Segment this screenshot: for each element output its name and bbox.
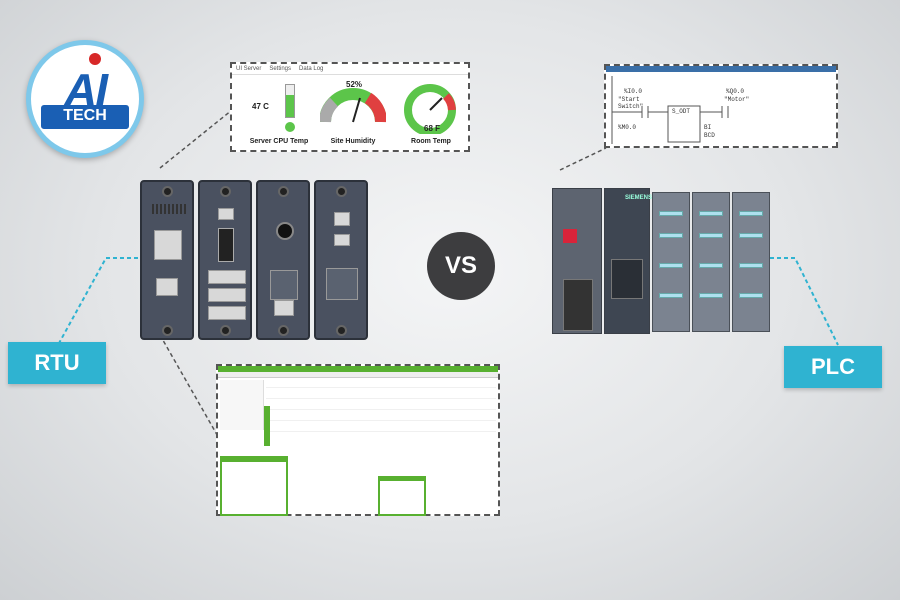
ladder-diagram: [611, 76, 729, 144]
plc-hardware: SIEMENS: [552, 188, 772, 334]
logo-bar: [41, 105, 129, 129]
logo-dot: [89, 53, 101, 65]
cpu-temp-label: Server CPU Temp: [249, 138, 309, 145]
ladder-text-7: BI: [704, 124, 712, 131]
room-temp-gauge: [404, 84, 456, 134]
menu-item-data-log[interactable]: Data Log: [299, 66, 324, 72]
ladder-text-5: S_ODT: [672, 108, 691, 115]
ladder-text-4: "Motor": [724, 96, 750, 103]
plc-power-supply: [552, 188, 602, 334]
ladder-text-8: BCD: [704, 132, 715, 139]
logo-tech-text: TECH: [63, 107, 107, 124]
cpu-temp-value: 47 C: [252, 102, 269, 111]
ladder-text-0: %I0.0: [624, 88, 643, 95]
ladder-text-3: %Q0.0: [726, 88, 745, 95]
rtu-module-3: [256, 180, 310, 340]
plc-io-card-2: [692, 192, 730, 332]
vs-badge: VS: [427, 232, 495, 300]
cpu-temp-gauge: 47 C: [252, 78, 312, 138]
ai-tech-logo: AI TECH: [26, 40, 144, 158]
rtu-label: RTU: [8, 342, 106, 384]
room-temp-label: Room Temp: [411, 138, 451, 145]
plc-cpu-module: SIEMENS: [604, 188, 653, 334]
plc-io-card-3: [732, 192, 770, 332]
dashboard-menu: UI Server Settings Data Log: [232, 64, 468, 75]
programming-software-screen: [216, 364, 500, 516]
ladder-text-6: %M0.0: [618, 124, 637, 131]
ladder-text-1: "Start: [618, 96, 640, 103]
humidity-gauge: [320, 88, 386, 123]
plc-io-card-1: [652, 192, 690, 332]
rtu-module-1: [140, 180, 194, 340]
humidity-label: Site Humidity: [330, 138, 376, 145]
menu-item-settings[interactable]: Settings: [269, 66, 292, 72]
rtu-hardware: [140, 180, 368, 340]
ladder-logic-screen: %I0.0 "Start Switch" %Q0.0 "Motor" S_ODT…: [604, 64, 838, 148]
rtu-module-4: [314, 180, 368, 340]
menu-item-ui-server[interactable]: UI Server: [236, 66, 262, 72]
rtu-module-2: [198, 180, 252, 340]
plc-label: PLC: [784, 346, 882, 388]
ladder-text-2: Switch": [618, 103, 644, 110]
plc-brand: SIEMENS: [625, 195, 653, 201]
humidity-value: 52%: [346, 80, 363, 89]
dashboard-screen: UI Server Settings Data Log 47 C Server …: [230, 62, 470, 152]
room-temp-value: 68 F: [424, 124, 441, 133]
